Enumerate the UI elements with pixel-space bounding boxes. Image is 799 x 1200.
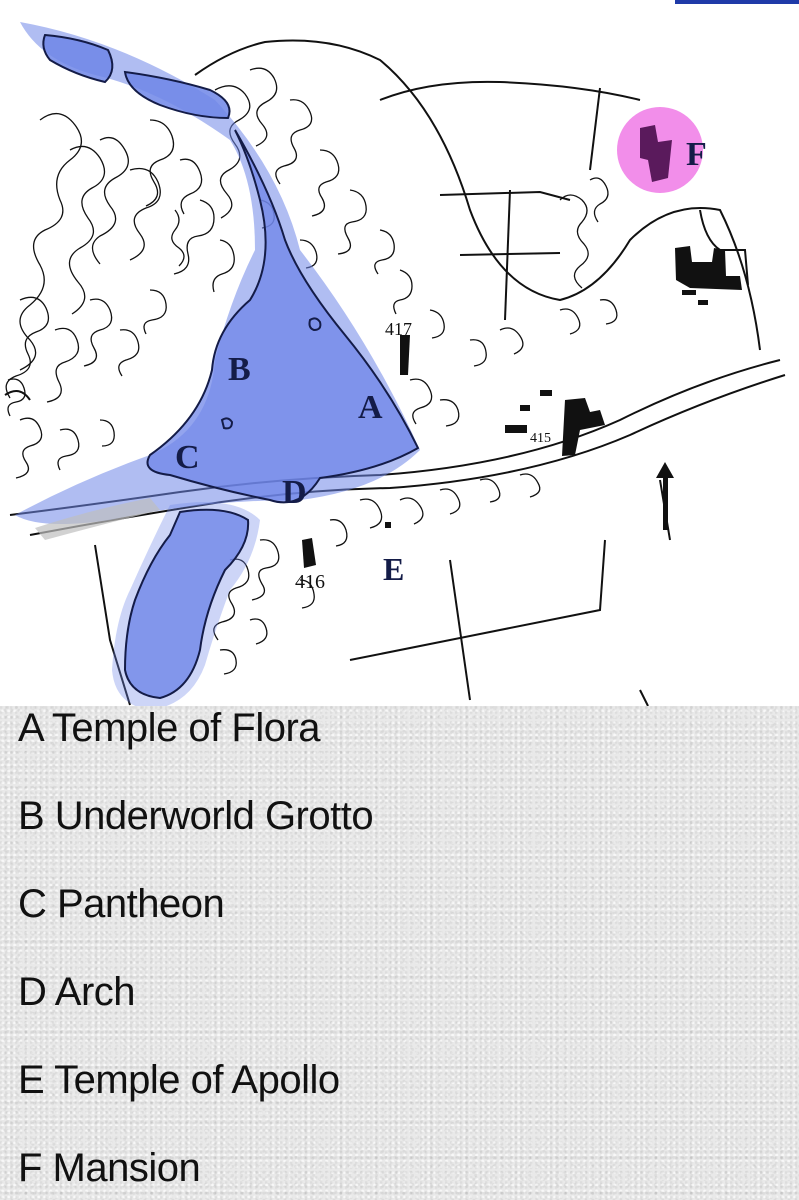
water-highlight [15, 22, 420, 706]
legend-item-temple-of-apollo: E Temple of Apollo [18, 1058, 340, 1102]
site-label-e: E [383, 551, 404, 587]
legend-item-mansion: F Mansion [18, 1146, 201, 1190]
spot-height-417: 417 [385, 319, 412, 339]
map-drawing: A B C D E F 417 415 416 [4, 22, 786, 706]
legend: A Temple of Flora B Underworld Grotto C … [0, 706, 799, 1200]
south-lake-halo [112, 502, 260, 706]
legend-item-temple-of-flora: A Temple of Flora [18, 706, 321, 750]
corner-tab [675, 0, 799, 4]
water-outline [42, 33, 420, 700]
north-pool-1 [43, 35, 113, 82]
main-lake [147, 130, 418, 503]
site-label-b: B [228, 351, 251, 388]
spot-height-415: 415 [530, 431, 551, 446]
site-label-a: A [358, 389, 383, 426]
legend-item-pantheon: C Pantheon [18, 882, 225, 926]
spot-heights: 417 415 416 [295, 319, 551, 593]
woodland-texture [5, 67, 618, 675]
mansion-highlight [617, 107, 703, 193]
buildings [302, 246, 742, 568]
garden-map: A B C D E F 417 415 416 [4, 0, 799, 706]
spot-height-416: 416 [295, 571, 325, 593]
site-label-f: F [686, 136, 707, 173]
site-labels: A B C D E F [175, 136, 707, 587]
north-pool-2 [125, 72, 230, 118]
site-label-c: C [175, 439, 200, 476]
legend-item-arch: D Arch [18, 970, 136, 1014]
site-label-d: D [282, 474, 307, 511]
legend-item-underworld-grotto: B Underworld Grotto [18, 794, 374, 838]
causeway-bank [35, 498, 160, 540]
